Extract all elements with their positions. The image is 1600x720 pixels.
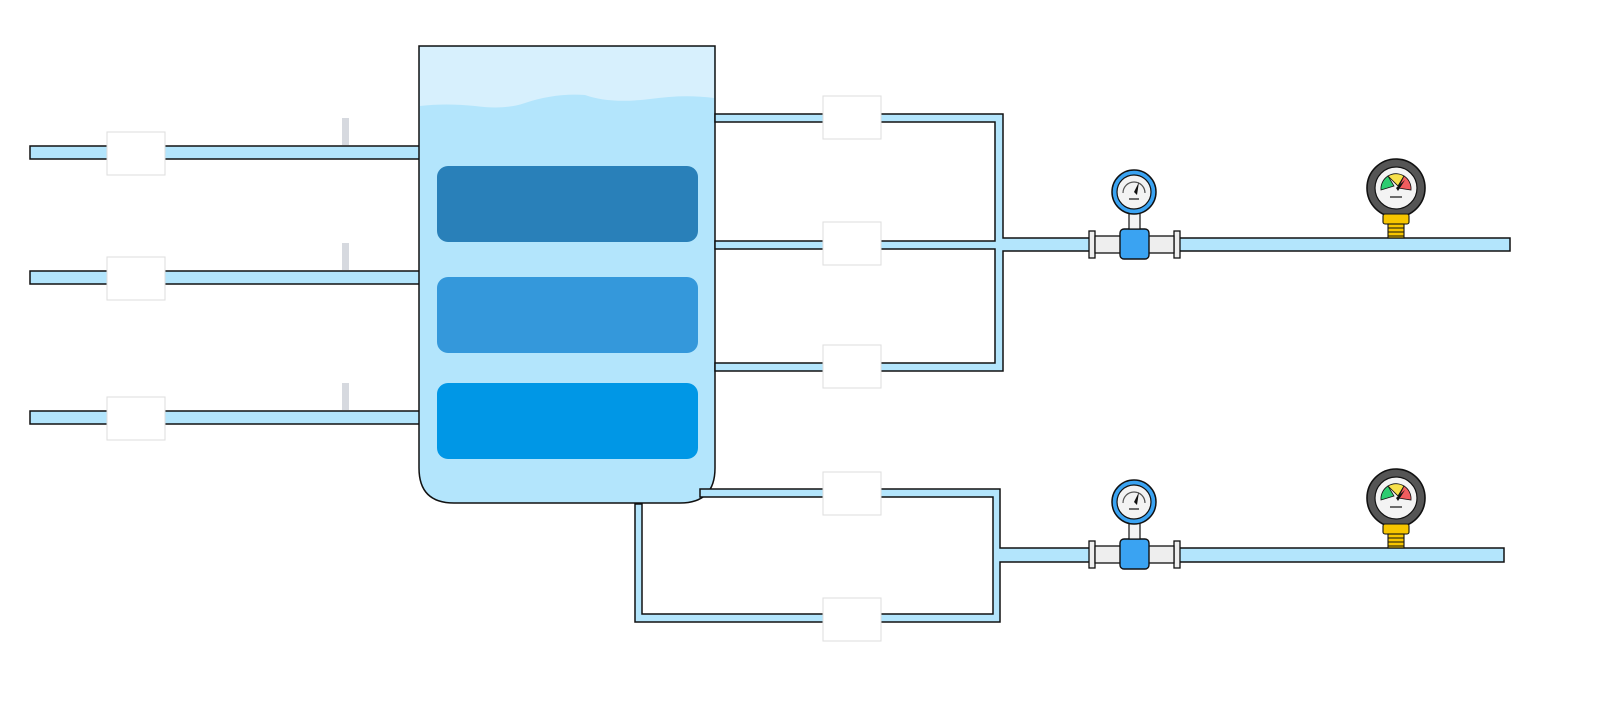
tank-layer-middle: [437, 277, 698, 353]
outlet-label-box-1: [822, 95, 882, 140]
inlet-pipe-3: [29, 410, 421, 425]
lower-valve: [1088, 479, 1181, 570]
inlet-pipes: [29, 118, 421, 441]
inlet-label-box-1: [106, 131, 166, 176]
outlet-label-box-2: [822, 221, 882, 266]
tank-layer-bottom: [437, 383, 698, 459]
inlet-pipe-1: [29, 145, 421, 160]
pipe-marker: [342, 383, 349, 410]
outlet-label-box-5: [822, 597, 882, 642]
inlet-label-box-3: [106, 396, 166, 441]
storage-tank: [418, 45, 716, 504]
outlet-label-box-3: [822, 344, 882, 389]
outlet-label-box-4: [822, 471, 882, 516]
pipe-marker: [342, 243, 349, 270]
lower-pressure-gauge: [1366, 468, 1426, 549]
inlet-label-box-2: [106, 256, 166, 301]
pipe-marker: [342, 118, 349, 145]
tank-layer-top: [437, 166, 698, 242]
inlet-pipe-2: [29, 270, 421, 285]
upper-valve: [1088, 169, 1181, 260]
lower-outlet-network: [634, 471, 1505, 642]
upper-pressure-gauge: [1366, 158, 1426, 239]
